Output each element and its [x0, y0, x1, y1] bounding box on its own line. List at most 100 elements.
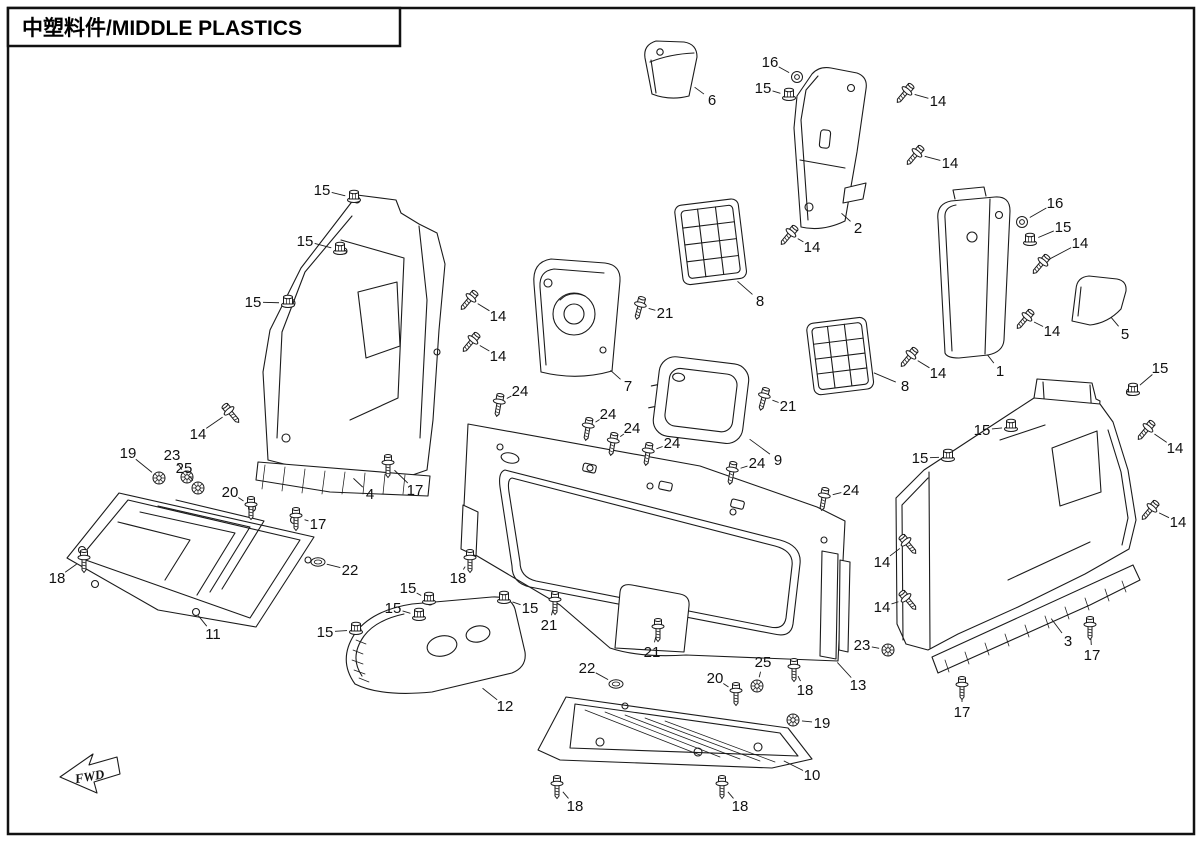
part-5-cover: [1071, 275, 1127, 326]
leader-line: [837, 662, 852, 678]
callout-24: 24: [749, 455, 766, 472]
callout-17: 17: [310, 516, 327, 533]
screw-icon: [776, 222, 802, 249]
leader-line: [1049, 247, 1072, 260]
leader-line: [1154, 433, 1167, 443]
screw-icon: [1012, 306, 1038, 333]
screw-icon: [1137, 497, 1163, 524]
screw-icon: [1083, 616, 1097, 640]
plug-icon: [310, 557, 326, 567]
callout-4: 4: [366, 486, 374, 503]
callout-14: 14: [930, 365, 947, 382]
screw-icon: [1028, 251, 1054, 278]
screw-icon: [1133, 417, 1159, 444]
leader-line: [562, 791, 569, 799]
leader-line: [331, 191, 346, 197]
callout-14: 14: [1170, 514, 1187, 531]
screw-icon: [630, 294, 649, 322]
parts-artwork: [66, 40, 1141, 769]
callout-21: 21: [541, 617, 558, 634]
leader-line: [749, 438, 771, 455]
callout-14: 14: [1167, 440, 1184, 457]
callout-22: 22: [579, 660, 596, 677]
leader-line: [64, 563, 77, 573]
callout-23: 23: [854, 637, 871, 654]
leader-line: [656, 446, 663, 450]
callout-8: 8: [901, 378, 909, 395]
part-6-cover: [644, 40, 698, 99]
leader-line: [135, 458, 153, 473]
flange-nut-icon: [782, 87, 796, 101]
callout-14: 14: [490, 308, 507, 325]
part-10-floor-panel: [537, 696, 813, 769]
callout-19: 19: [814, 715, 831, 732]
leader-line: [353, 478, 364, 488]
part-2-pillar-trim: [793, 67, 867, 230]
callout-18: 18: [732, 798, 749, 815]
leader-line: [772, 399, 779, 403]
leader-line: [1158, 512, 1170, 519]
callout-9: 9: [774, 452, 782, 469]
part-4-side-panel: [255, 194, 446, 497]
leader-line: [482, 687, 498, 701]
callout-12: 12: [497, 698, 514, 715]
flange-nut-icon: [497, 590, 511, 604]
leader-line: [648, 307, 656, 311]
leader-line: [801, 720, 813, 723]
callout-14: 14: [874, 599, 891, 616]
push-rivet-icon: [152, 471, 166, 485]
callout-14: 14: [190, 426, 207, 443]
callout-15: 15: [400, 580, 417, 597]
callout-24: 24: [664, 435, 681, 452]
callout-15: 15: [317, 624, 334, 641]
push-rivet-icon: [881, 643, 895, 657]
callout-14: 14: [874, 554, 891, 571]
leader-line: [723, 683, 729, 688]
leader-line: [326, 563, 341, 569]
fwd-label: FWD: [73, 766, 106, 786]
screw-icon: [729, 682, 743, 706]
leader-line: [1139, 374, 1153, 386]
leader-line: [610, 369, 621, 380]
callout-23: 23: [164, 447, 181, 464]
callout-16: 16: [762, 54, 779, 71]
callout-25: 25: [176, 460, 193, 477]
leader-line: [737, 280, 753, 295]
flange-nut-icon: [347, 189, 361, 203]
screw-icon: [456, 287, 482, 314]
leader-line: [991, 427, 1003, 430]
push-rivet-icon: [786, 713, 800, 727]
callout-15: 15: [245, 294, 262, 311]
callout-22: 22: [342, 562, 359, 579]
screw-icon: [579, 416, 597, 442]
part-9-cover: [648, 356, 750, 445]
callout-15: 15: [297, 233, 314, 250]
fwd-arrow: FWD: [59, 753, 121, 794]
callout-24: 24: [624, 420, 641, 437]
grommet-icon: [1016, 216, 1028, 228]
leader-line: [238, 497, 244, 502]
part-12-cover: [345, 596, 526, 694]
flange-nut-icon: [412, 607, 426, 621]
flange-nut-icon: [349, 621, 363, 635]
screw-icon: [754, 385, 773, 413]
leader-line: [477, 303, 490, 312]
callout-15: 15: [974, 422, 991, 439]
screw-icon: [955, 676, 969, 700]
callout-19: 19: [120, 445, 137, 462]
leader-line: [314, 243, 332, 249]
callout-14: 14: [1072, 235, 1089, 252]
callout-11: 11: [205, 626, 221, 643]
part-8-grille-upper: [674, 198, 748, 286]
leader-line: [334, 630, 348, 632]
leader-line: [917, 360, 930, 369]
flange-nut-icon: [1023, 232, 1037, 246]
callout-13: 13: [850, 677, 867, 694]
leader-line: [595, 419, 600, 423]
screw-icon: [902, 142, 928, 169]
leader-line: [1038, 230, 1054, 238]
flange-nut-icon: [281, 294, 295, 308]
screw-icon: [550, 775, 564, 799]
part-7-speaker-panel: [533, 258, 621, 377]
callout-15: 15: [912, 450, 929, 467]
